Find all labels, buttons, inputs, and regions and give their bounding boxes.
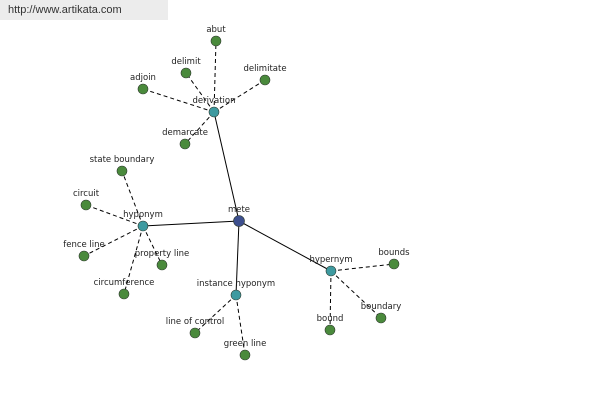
term-node-marker[interactable]	[324, 324, 336, 336]
term-node-label: line of control	[166, 317, 224, 327]
root-node-label: mete	[228, 205, 250, 215]
term-node-marker[interactable]	[388, 258, 400, 270]
term-node-label: delimitate	[243, 64, 286, 74]
relation-node-label: hyponym	[123, 210, 163, 220]
node-hypernym[interactable]: hypernym	[309, 255, 353, 277]
term-node-marker[interactable]	[259, 74, 271, 86]
term-node-marker[interactable]	[137, 83, 149, 95]
edge-hypernym-bounds	[330, 263, 395, 272]
term-node-marker[interactable]	[180, 67, 192, 79]
term-node-label: property line	[135, 249, 189, 259]
relation-node-label: hypernym	[309, 255, 352, 265]
edge-hypernym-boundary	[330, 270, 382, 319]
source-link[interactable]: http://www.artikata.com	[8, 4, 122, 16]
edge-derivation-delimit	[185, 72, 215, 113]
edge-derivation-delimitate	[213, 79, 266, 113]
term-node-marker[interactable]	[80, 199, 92, 211]
term-node-marker[interactable]	[239, 349, 251, 361]
term-node-label: abut	[206, 25, 226, 35]
edge-instance-hyponym-green-line	[235, 294, 246, 356]
term-node-marker[interactable]	[156, 259, 168, 271]
node-property-line[interactable]: property line	[135, 249, 189, 271]
term-node-marker[interactable]	[179, 138, 191, 150]
node-demarcate[interactable]: demarcate	[162, 128, 208, 150]
term-node-marker[interactable]	[78, 250, 90, 262]
node-adjoin[interactable]: adjoin	[130, 73, 156, 95]
node-bound[interactable]: bound	[317, 314, 344, 336]
term-node-marker[interactable]	[116, 165, 128, 177]
node-root[interactable]: mete	[228, 205, 250, 227]
term-node-label: demarcate	[162, 128, 208, 138]
term-node-label: green line	[224, 339, 267, 349]
term-node-marker[interactable]	[210, 35, 222, 47]
node-bounds[interactable]: bounds	[378, 248, 410, 270]
term-node-label: bounds	[378, 248, 410, 258]
node-delimit[interactable]: delimit	[171, 57, 201, 79]
edge-root-derivation	[213, 111, 240, 222]
relation-node-label: derivation	[192, 96, 235, 106]
root-node-marker[interactable]	[233, 215, 245, 227]
relation-node-marker[interactable]	[137, 220, 149, 232]
edge-hyponym-state-boundary	[121, 170, 144, 227]
edge-derivation-adjoin	[142, 88, 215, 113]
term-node-label: bound	[317, 314, 344, 324]
relation-node-marker[interactable]	[325, 265, 337, 277]
edge-derivation-abut	[213, 40, 217, 113]
edge-root-hypernym	[238, 220, 332, 272]
edge-hypernym-bound	[329, 270, 332, 331]
node-delimitate[interactable]: delimitate	[243, 64, 287, 86]
term-node-label: circuit	[73, 189, 100, 199]
term-node-label: fence line	[63, 240, 105, 250]
node-state-boundary[interactable]: state boundary	[90, 155, 155, 177]
node-circumference[interactable]: circumference	[94, 278, 155, 300]
edge-root-instance-hyponym	[235, 220, 240, 296]
edge-derivation-demarcate	[184, 111, 215, 145]
term-node-label: delimit	[171, 57, 201, 67]
node-instance-hyponym[interactable]: instance hyponym	[197, 279, 275, 301]
term-node-label: boundary	[361, 302, 402, 312]
relation-node-label: instance hyponym	[197, 279, 275, 289]
node-abut[interactable]: abut	[206, 25, 226, 47]
term-node-marker[interactable]	[189, 327, 201, 339]
node-derivation[interactable]: derivation	[192, 96, 236, 118]
term-node-marker[interactable]	[118, 288, 130, 300]
edge-hyponym-circuit	[85, 204, 144, 227]
relation-node-marker[interactable]	[208, 106, 220, 118]
source-badge: http://www.artikata.com	[0, 0, 168, 20]
edge-instance-hyponym-line-of-control	[194, 294, 237, 334]
term-node-marker[interactable]	[375, 312, 387, 324]
node-line-of-control[interactable]: line of control	[166, 317, 224, 339]
graph-nodes: abut delimit delimitate adjoin demarcate stat…	[63, 25, 410, 361]
term-node-label: adjoin	[130, 73, 156, 83]
node-hyponym[interactable]: hyponym	[123, 210, 163, 232]
node-circuit[interactable]: circuit	[73, 189, 100, 211]
term-node-label: state boundary	[90, 155, 155, 165]
term-node-label: circumference	[94, 278, 155, 288]
relation-node-marker[interactable]	[230, 289, 242, 301]
node-boundary[interactable]: boundary	[361, 302, 402, 324]
node-green-line[interactable]: green line	[224, 339, 267, 361]
edge-hyponym-circumference	[123, 225, 144, 295]
edge-hyponym-property-line	[142, 225, 163, 266]
graph-edges	[83, 40, 395, 356]
node-fence-line[interactable]: fence line	[63, 240, 105, 262]
edge-root-hyponym	[142, 220, 240, 227]
